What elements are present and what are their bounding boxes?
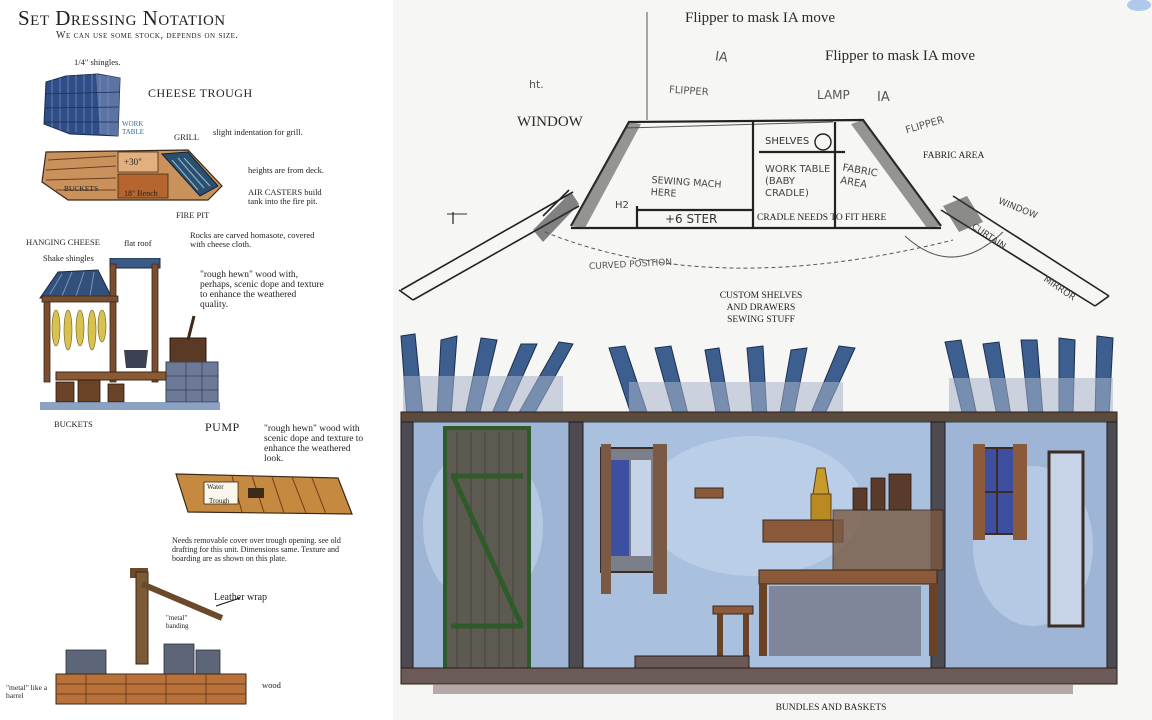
pump-illustration <box>55 568 247 705</box>
grill-label: GRILL <box>174 132 200 142</box>
water-label: Water <box>207 483 224 491</box>
air-casters-note: AIR CASTERS build tank into the fire pit… <box>248 187 322 206</box>
flipper-note-1: Flipper to mask IA move <box>685 10 835 26</box>
shingles-note: 1/4" shingles. <box>74 57 121 67</box>
rocks-note: Rocks are carved homasote, covered with … <box>190 230 315 249</box>
shake-shingles-label: Shake shingles <box>43 253 94 263</box>
panel-subtitle: We can use some stock, depends on size. <box>56 30 239 41</box>
elevation-rendering <box>400 333 1118 694</box>
blue-corner-mark <box>1127 0 1151 11</box>
pump-label: PUMP <box>205 420 240 434</box>
flat-roof-label: flat roof <box>124 238 152 248</box>
fabric-area-label: FABRIC AREA <box>923 151 985 161</box>
set-dressing-panel: Set Dressing Notation We can use some st… <box>0 0 390 720</box>
custom-shelves-line-3: SEWING STUFF <box>727 315 795 325</box>
work-table-label: WORK TABLE <box>122 120 144 136</box>
height-30-label: +30" <box>124 157 142 167</box>
ground-plan-sketch <box>398 12 1110 307</box>
ht-mark: ht. <box>529 78 544 91</box>
window-label: WINDOW <box>517 114 583 130</box>
fire-pit-plan-illustration <box>41 149 223 201</box>
cradle-note: CRADLE NEEDS TO FIT HERE <box>757 213 887 223</box>
hanging-cheese-illustration <box>39 258 220 410</box>
work-table-mark: WORK TABLE (BABY CRADLE) <box>765 164 831 199</box>
shingle-swatch-illustration <box>43 73 121 137</box>
trough-label: Trough <box>209 497 230 505</box>
panel-title: Set Dressing Notation <box>18 6 226 30</box>
leather-wrap-label: Leather wrap <box>214 592 268 603</box>
stor-mark: +6 STER <box>665 212 718 226</box>
custom-shelves-note: CUSTOM SHELVES AND DRAWERS SEWING STUFF <box>701 290 821 326</box>
buckets-plan-label: BUCKETS <box>64 184 99 193</box>
cheese-trough-label: CHEESE TROUGH <box>148 86 253 100</box>
removable-cover-note: Needs removable cover over trough openin… <box>172 536 341 563</box>
metal-barrel-label: "metal" like a barrel <box>6 683 48 700</box>
ia-mark-1: IA <box>714 49 729 66</box>
scene-panel: Flipper to mask IA move Flipper to mask … <box>393 0 1152 720</box>
bundles-note: BUNDLES AND BASKETS <box>775 703 887 713</box>
trough-plan-illustration <box>175 473 353 515</box>
shelves-mark: SHELVES <box>765 136 810 147</box>
ia-mark-2: IA <box>877 90 890 105</box>
custom-shelves-line-1: CUSTOM SHELVES <box>719 291 803 301</box>
fire-pit-label: FIRE PIT <box>176 210 210 220</box>
h2-mark: H2 <box>615 200 629 211</box>
metal-banding-label: "metal" banding <box>166 614 189 630</box>
custom-shelves-line-2: AND DRAWERS <box>726 303 796 313</box>
flipper-note-2: Flipper to mask IA move <box>825 48 975 64</box>
hanging-cheese-label: HANGING CHEESE <box>26 237 100 247</box>
rough-hewn-note-1: "rough hewn" wood with, perhaps, scenic … <box>200 270 324 310</box>
heights-note: heights are from deck. <box>248 165 324 175</box>
bench-label: 18" Bench <box>124 189 158 198</box>
grill-note: slight indentation for grill. <box>213 127 303 137</box>
wood-label: wood <box>262 680 281 690</box>
lamp-mark: LAMP <box>817 88 850 102</box>
buckets-label: BUCKETS <box>54 419 93 429</box>
rough-hewn-note-2: "rough hewn" wood with scenic dope and t… <box>264 424 364 464</box>
